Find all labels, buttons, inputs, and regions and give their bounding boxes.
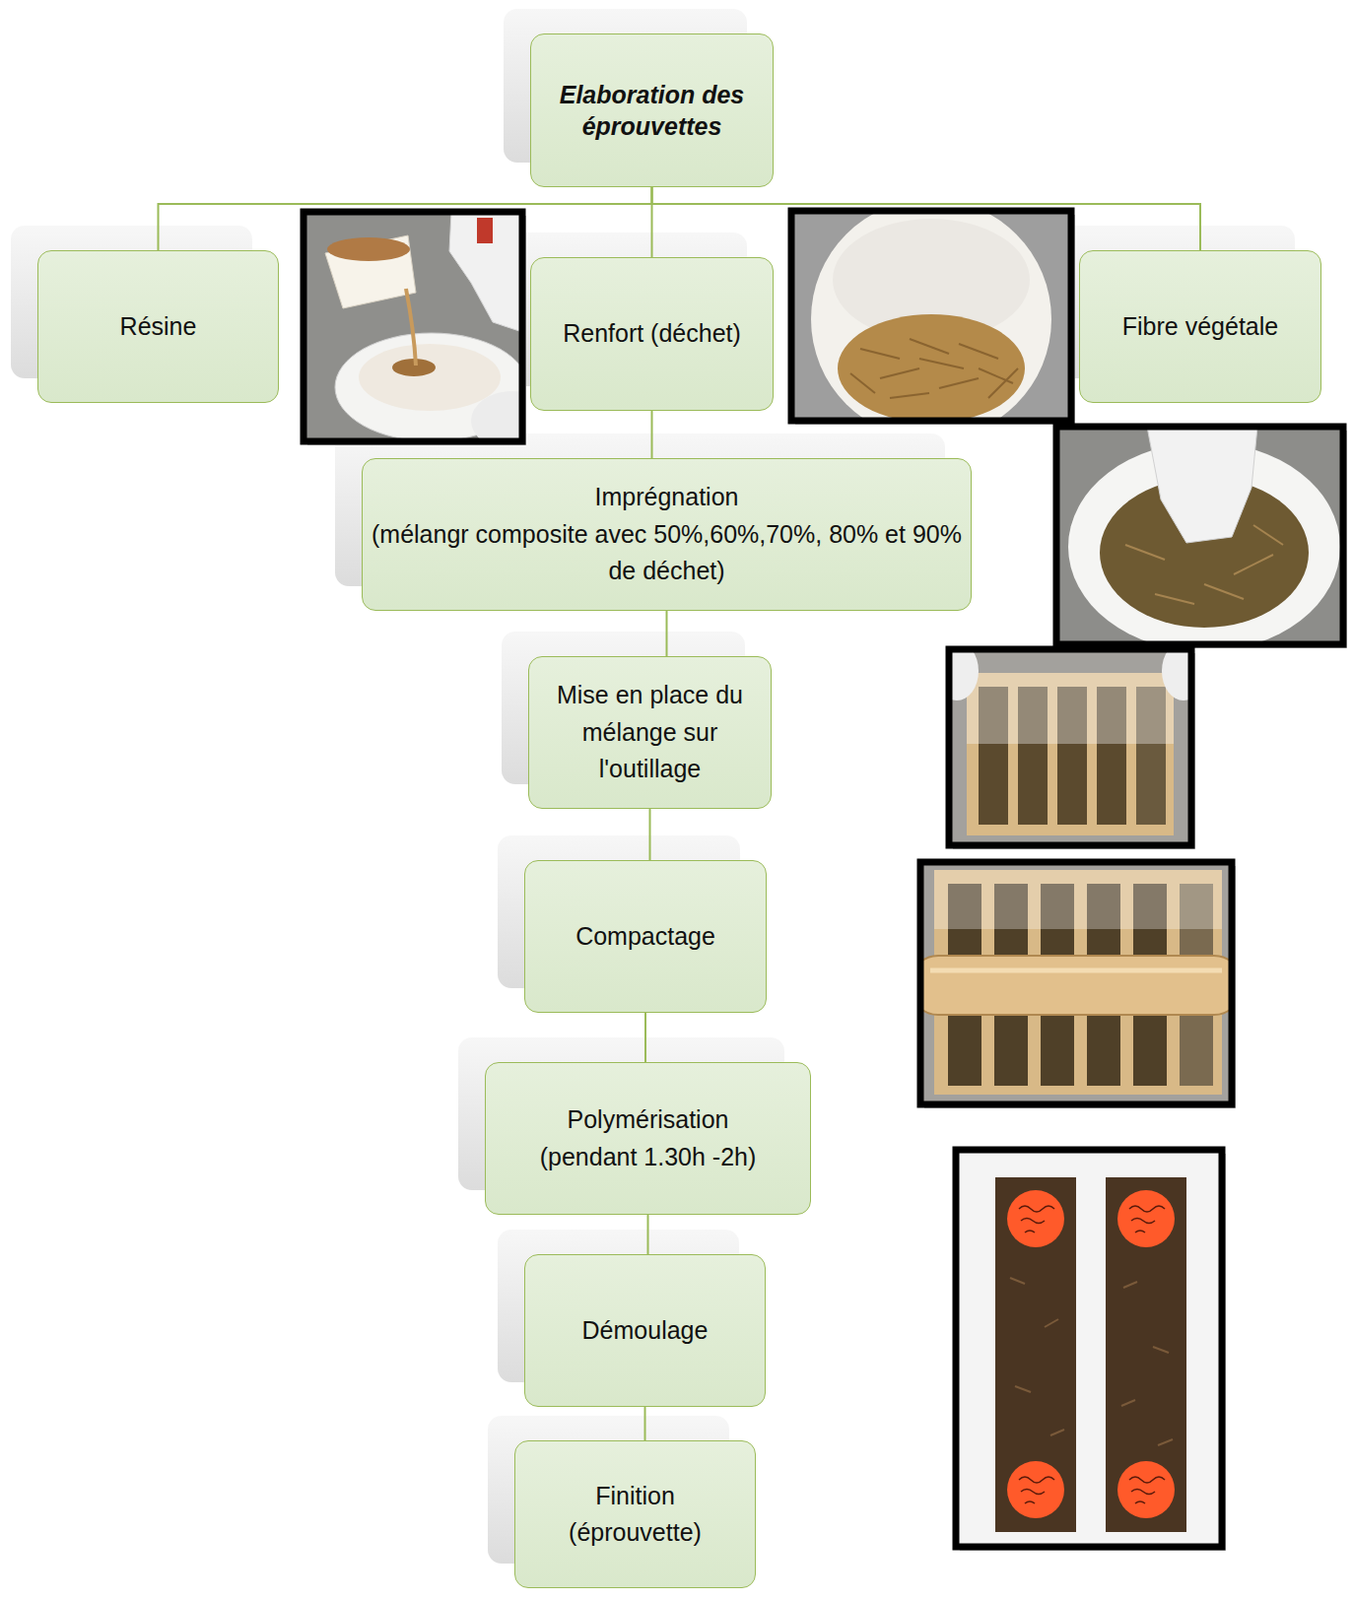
plastic-film [934, 870, 1222, 930]
spray-bottle [476, 217, 493, 244]
process-box: Compactage [524, 860, 767, 1014]
node-text: Imprégnation [595, 478, 740, 517]
glove [471, 391, 523, 442]
node-text: Polymérisation [567, 1101, 730, 1140]
process-box: Renfort (déchet) [530, 257, 774, 411]
process-box: Finition(éprouvette) [514, 1440, 756, 1589]
background [955, 1150, 1222, 1548]
fibre-strands [850, 338, 1018, 399]
photo-mould [935, 641, 1206, 850]
connector [644, 1407, 647, 1441]
node-subtext: (éprouvette) [568, 1514, 702, 1553]
connector [666, 610, 669, 657]
process-box: Polymérisation(pendant 1.30h -2h) [484, 1062, 812, 1216]
photo-powder-fibres [791, 199, 1076, 440]
node-text: Résine [120, 308, 198, 346]
process-box: Démoulage [524, 1254, 766, 1408]
node-subtext: (mélangr composite avec 50%,60%,70%, 80%… [370, 516, 963, 591]
process-box: Résine [37, 250, 279, 404]
title-node: Elaboration des éprouvettes [530, 33, 774, 188]
photo-pouring-resin [303, 211, 554, 451]
floor [948, 649, 1192, 846]
node-text: Démoulage [582, 1312, 709, 1351]
photo-mixing [1056, 426, 1348, 652]
connector [651, 410, 654, 459]
photo-content [955, 1150, 1222, 1548]
shadow-layer [10, 8, 1295, 1564]
photo-compaction [910, 862, 1242, 1109]
node-subtext: (pendant 1.30h -2h) [540, 1139, 757, 1177]
bowl [811, 210, 1052, 421]
sticker [1117, 1190, 1175, 1248]
photo-frame [955, 1150, 1222, 1548]
process-box: Fibre végétale [1079, 250, 1322, 404]
connector [644, 1013, 647, 1063]
plastic-film [966, 673, 1174, 745]
resin-stream [405, 288, 416, 366]
sticker [1007, 1461, 1065, 1519]
photo-layer [303, 199, 1348, 1552]
wood-frame [966, 673, 1174, 836]
node-text: Compactage [575, 918, 716, 956]
rolling-pin [920, 955, 1232, 1015]
cup-resin [327, 237, 410, 262]
photo-frame [303, 211, 523, 442]
connector [647, 1215, 650, 1255]
photo-frame [948, 649, 1192, 846]
rolling-pin-highlight [930, 968, 1222, 974]
photo-content [920, 862, 1232, 1105]
glove [1161, 649, 1192, 701]
glove [449, 211, 523, 333]
specimen [995, 1177, 1077, 1533]
photo-frame [920, 862, 1232, 1105]
node-text: Elaboration des éprouvettes [539, 78, 765, 143]
node-text: Finition [595, 1478, 676, 1516]
node-text: Renfort (déchet) [562, 315, 742, 353]
photo-content [1056, 426, 1344, 645]
specimen [1105, 1177, 1187, 1533]
glove [1147, 426, 1258, 543]
photo-content [948, 649, 1192, 846]
fibres [837, 314, 1025, 421]
process-box: Imprégnation(mélangr composite avec 50%,… [361, 458, 972, 611]
sticker-handwriting [1018, 1206, 1165, 1504]
glove [948, 649, 979, 701]
photo-frame [791, 210, 1072, 421]
sticker [1007, 1190, 1065, 1248]
powder [358, 343, 501, 411]
fibre-speckles [1010, 1278, 1173, 1446]
connector [649, 809, 652, 861]
cup [325, 235, 416, 309]
node-text: Fibre végétale [1122, 308, 1279, 346]
photo-frame [1056, 426, 1344, 645]
process-box: Mise en place du mélange sur l'outillage [528, 656, 772, 810]
sticker [1117, 1461, 1175, 1519]
photo-shadow [952, 653, 1196, 850]
node-text: Mise en place du mélange sur l'outillage [537, 676, 763, 789]
photo-content [303, 211, 523, 442]
photo-specimens [955, 1150, 1226, 1552]
photo-content [791, 210, 1072, 421]
